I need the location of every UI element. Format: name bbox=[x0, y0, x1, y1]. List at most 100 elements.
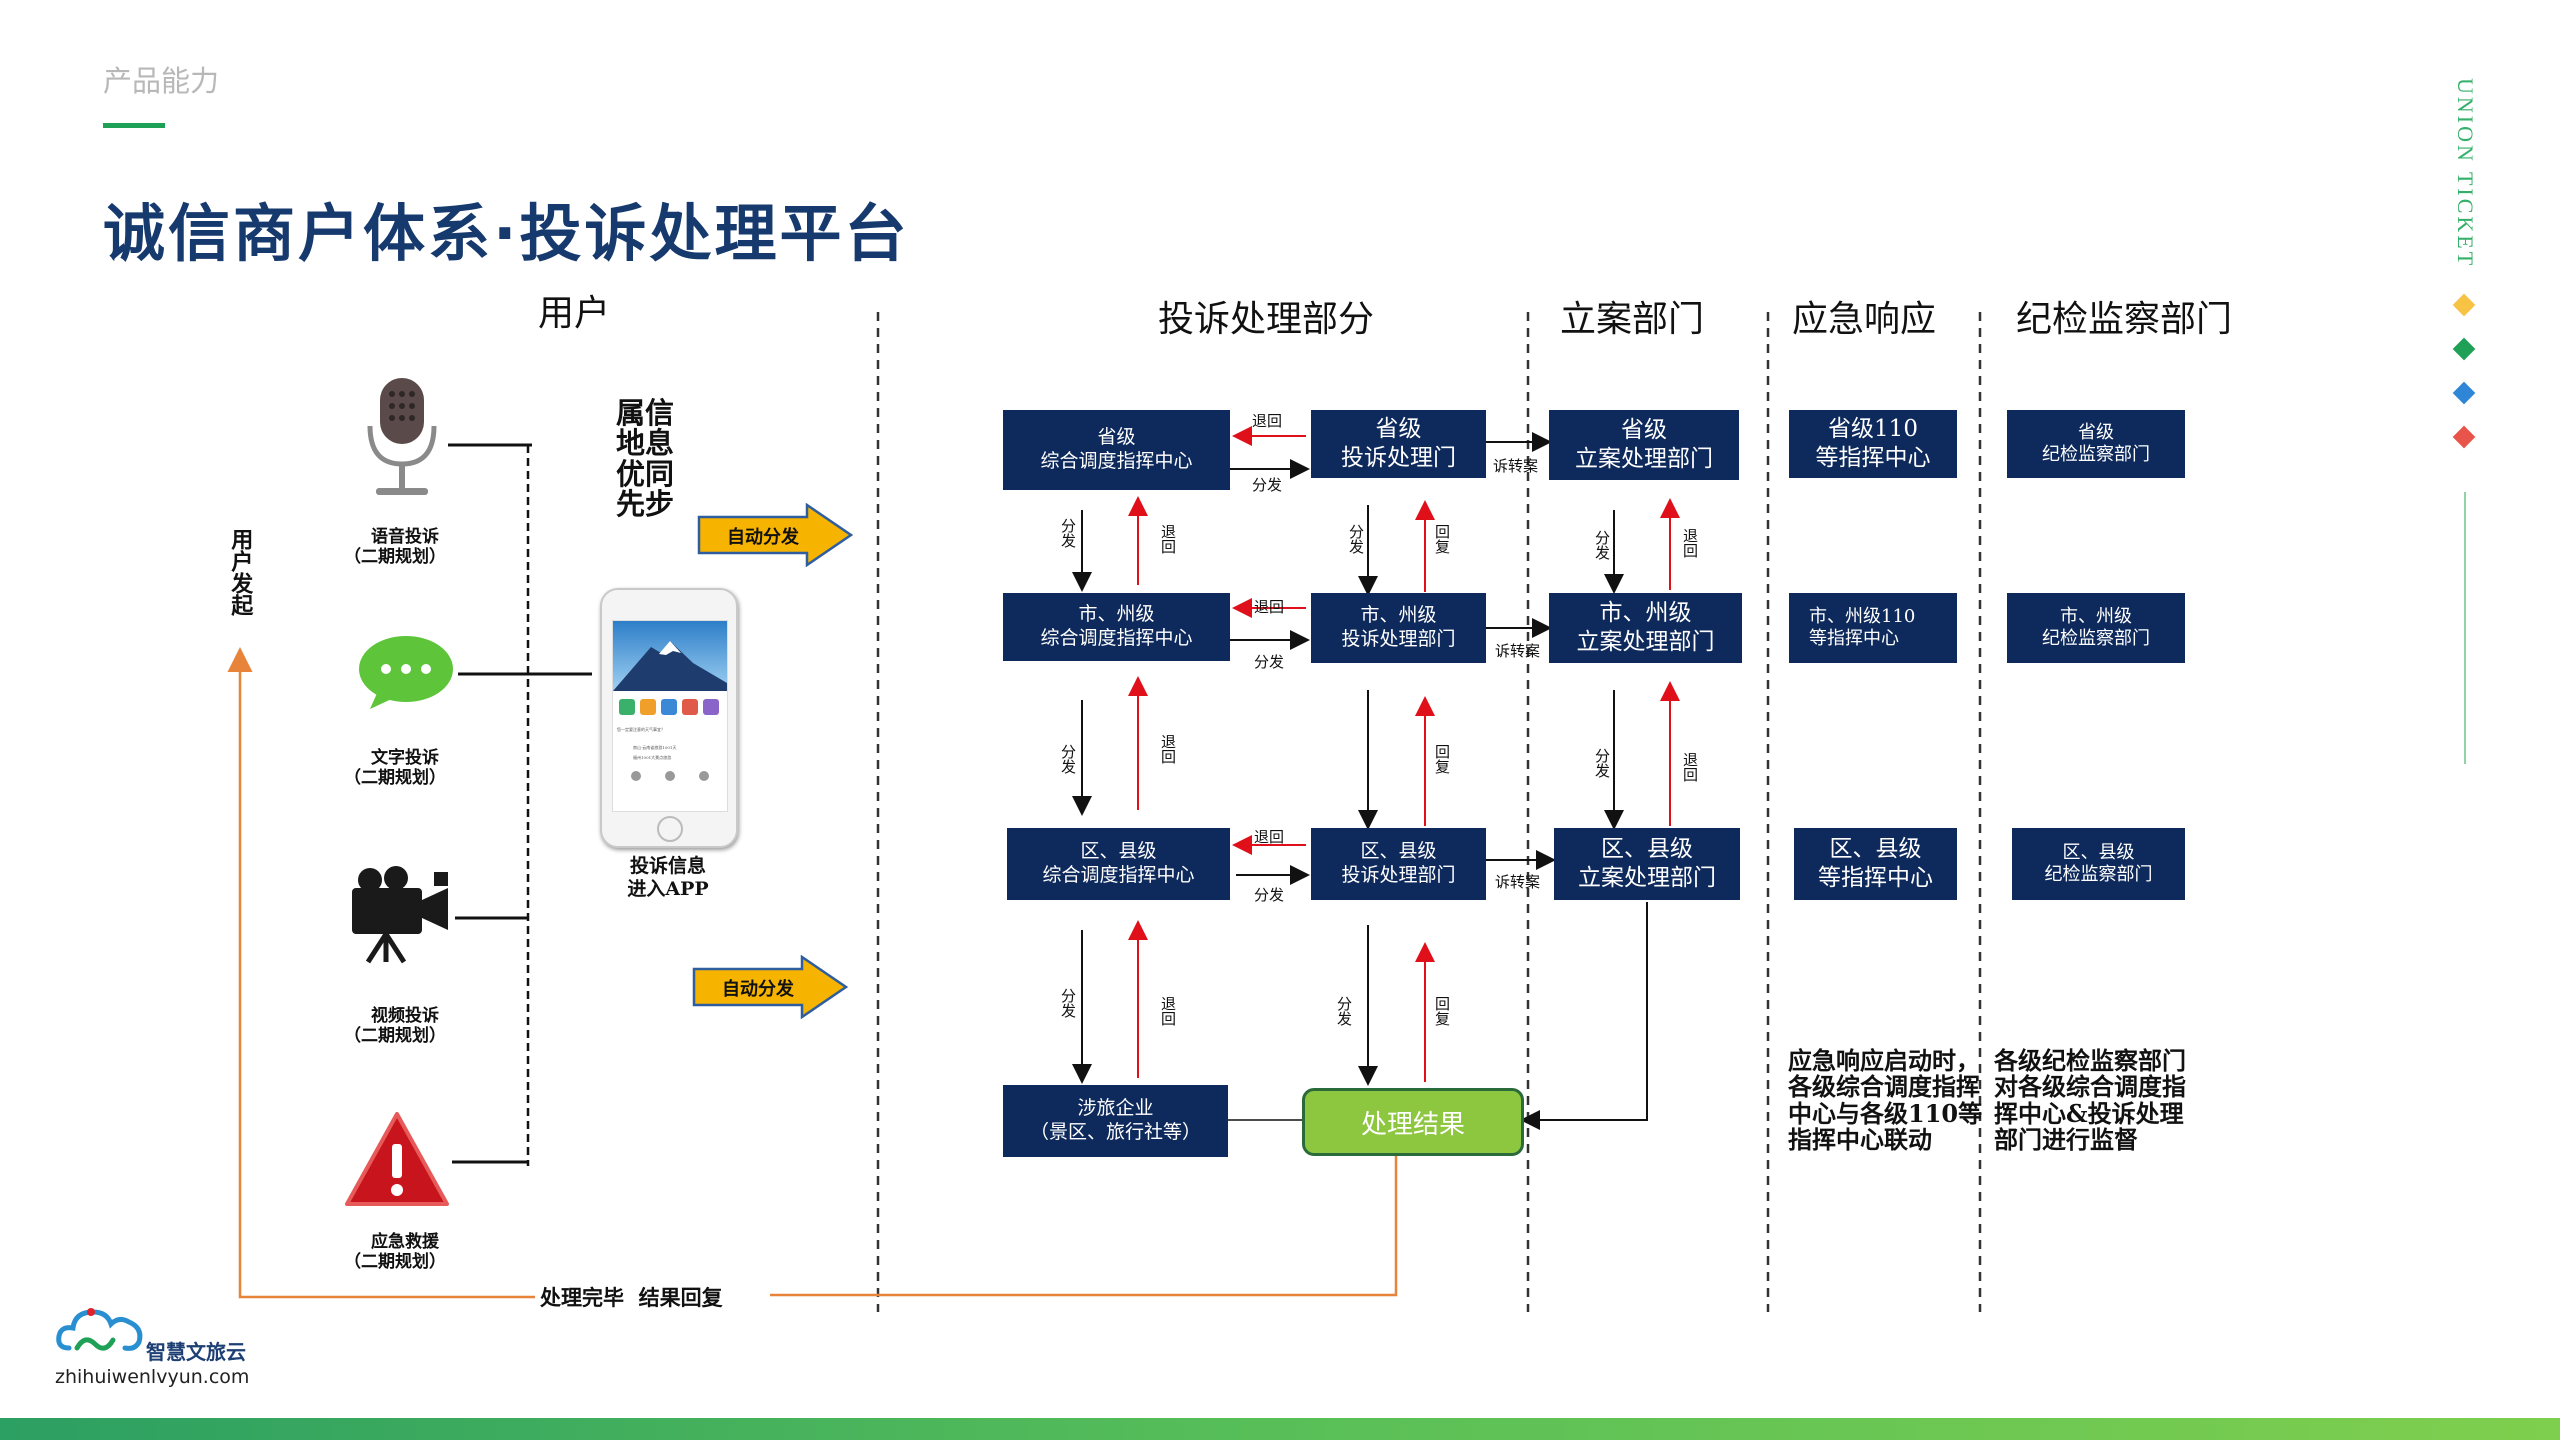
vlabel-reply: 回复 bbox=[1433, 524, 1451, 554]
video-complaint-caption: 视频投诉 （二期规划） bbox=[335, 1006, 475, 1047]
column-emergency-heading: 应急响应 bbox=[1792, 299, 1937, 340]
note-line: 各级综合调度指挥 bbox=[1788, 1072, 1980, 1102]
vlabel-dispatch: 分发 bbox=[1593, 530, 1611, 560]
note-line: 挥中心&投诉处理 bbox=[1994, 1098, 2184, 1128]
box-prov-complaint: 省级 投诉处理门 bbox=[1311, 410, 1486, 478]
box-county-filing: 区、县级 立案处理部门 bbox=[1554, 828, 1740, 900]
microphone-icon bbox=[367, 378, 437, 495]
box-line: 市、州级 bbox=[1078, 603, 1155, 626]
box-line: （景区、旅行社等） bbox=[1029, 1121, 1201, 1143]
benefit-text: 属信 地息 优同 先步 bbox=[616, 398, 674, 520]
category-label: 产品能力 bbox=[103, 64, 220, 98]
box-line: 等指挥中心 bbox=[1815, 445, 1931, 471]
video-complaint-item bbox=[348, 864, 452, 968]
column-user-heading: 用户 bbox=[538, 293, 611, 334]
emergency-rescue-item bbox=[343, 1110, 451, 1214]
result-reply-label: 处理完毕 结果回复 bbox=[540, 1285, 723, 1310]
app-caption: 投诉信息 进入APP bbox=[608, 855, 728, 901]
box-line: 投诉处理部门 bbox=[1341, 628, 1456, 650]
box-line: 等指挥中心 bbox=[1818, 865, 1933, 891]
box-county-discipline: 区、县级 纪检监察部门 bbox=[2012, 828, 2185, 900]
label-dispatch: 分发 bbox=[1254, 653, 1285, 671]
brand-name: 智慧文旅云 bbox=[146, 1340, 246, 1364]
vlabel-dispatch: 分发 bbox=[1059, 518, 1077, 548]
vlabel-return: 退回 bbox=[1681, 752, 1699, 782]
phone-screen: 您一定要注意的天气事宜？ 南山·云南省旅游1001天 福州1001大景点旅游 bbox=[612, 620, 728, 812]
auto-dispatch-arrow-1: 自动分发 bbox=[697, 503, 855, 567]
box-city-110: 市、州级110 等指挥中心 bbox=[1789, 593, 1957, 663]
vlabel-return: 退回 bbox=[1159, 996, 1177, 1026]
box-line: 投诉处理部门 bbox=[1341, 864, 1456, 886]
text-complaint-item bbox=[356, 633, 460, 715]
box-line: 区、县级 bbox=[1601, 836, 1693, 863]
box-city-discipline: 市、州级 纪检监察部门 bbox=[2007, 593, 2185, 663]
box-line: 综合调度指挥中心 bbox=[1040, 627, 1193, 649]
arrow-right-icon bbox=[697, 503, 854, 567]
vlabel-reply: 回复 bbox=[1433, 996, 1451, 1026]
emergency-note: 应急响应启动时， 各级综合调度指挥 中心与各级110等 指挥中心联动 bbox=[1788, 1047, 1983, 1154]
box-prov-filing: 省级 立案处理部门 bbox=[1549, 410, 1739, 480]
box-line: 省级 bbox=[1621, 417, 1667, 444]
box-line: 投诉处理门 bbox=[1341, 445, 1456, 471]
side-brand-text: UNION TICKET bbox=[2453, 78, 2478, 269]
vlabel-return: 退回 bbox=[1159, 524, 1177, 554]
note-line: 各级纪检监察部门 bbox=[1994, 1046, 2186, 1075]
column-complaint-heading: 投诉处理部分 bbox=[1158, 299, 1375, 340]
box-city-complaint: 市、州级 投诉处理部门 bbox=[1311, 593, 1486, 663]
brand-logo bbox=[55, 1302, 147, 1362]
box-line: 省级 bbox=[1097, 426, 1136, 449]
box-line: 涉旅企业 bbox=[1077, 1097, 1154, 1120]
phone-tabbar bbox=[619, 771, 721, 793]
video-camera-icon bbox=[352, 866, 448, 964]
vlabel-dispatch: 分发 bbox=[1347, 524, 1365, 554]
box-line: 省级 bbox=[2078, 421, 2114, 443]
phone-line-2: 南山·云南省旅游1001天 bbox=[633, 745, 677, 750]
voice-complaint-caption: 语音投诉 （二期规划） bbox=[335, 527, 475, 568]
label-return: 退回 bbox=[1254, 828, 1285, 846]
vlabel-return: 退回 bbox=[1159, 734, 1177, 764]
auto-dispatch-arrow-2: 自动分发 bbox=[692, 955, 850, 1019]
category-underline bbox=[103, 123, 165, 128]
note-line: 中心与各级110等 bbox=[1788, 1098, 1983, 1128]
user-initiate-label: 用户发起 bbox=[227, 528, 254, 616]
box-line: 市、州级 bbox=[1599, 600, 1692, 627]
box-county-complaint: 区、县级 投诉处理部门 bbox=[1311, 828, 1486, 900]
text-complaint-label: 文字投诉 bbox=[371, 748, 439, 768]
bottom-gradient-bar bbox=[0, 1418, 2560, 1440]
auto-dispatch-label-1: 自动分发 bbox=[727, 527, 799, 548]
phone-line-3: 福州1001大景点旅游 bbox=[633, 755, 672, 760]
box-line: 市、州级110 bbox=[1809, 605, 1916, 627]
app-caption-line-1: 投诉信息 bbox=[629, 855, 706, 877]
note-line: 对各级综合调度指 bbox=[1994, 1072, 2186, 1102]
emergency-rescue-label: 应急救援 bbox=[371, 1232, 439, 1252]
vlabel-dispatch: 分发 bbox=[1059, 988, 1077, 1018]
label-dispatch: 分发 bbox=[1254, 886, 1285, 904]
box-county-110: 区、县级 等指挥中心 bbox=[1794, 828, 1957, 900]
discipline-note: 各级纪检监察部门 对各级综合调度指 挥中心&投诉处理 部门进行监督 bbox=[1994, 1046, 2186, 1155]
voice-complaint-label: 语音投诉 bbox=[371, 527, 439, 547]
benefit-line-2: 地息 bbox=[616, 426, 675, 461]
label-transfer: 诉转案 bbox=[1495, 642, 1541, 660]
vlabel-dispatch: 分发 bbox=[1059, 744, 1077, 774]
box-line: 综合调度指挥中心 bbox=[1042, 864, 1195, 886]
vlabel-reply: 回复 bbox=[1433, 744, 1451, 774]
box-line: 立案处理部门 bbox=[1578, 865, 1716, 891]
app-caption-line-2: 进入APP bbox=[627, 877, 709, 900]
box-enterprise: 涉旅企业 （景区、旅行社等） bbox=[1003, 1085, 1228, 1157]
column-filing-heading: 立案部门 bbox=[1560, 299, 1705, 340]
arrow-right-icon bbox=[692, 955, 849, 1019]
box-prov-discipline: 省级 纪检监察部门 bbox=[2007, 410, 2185, 478]
box-line: 纪检监察部门 bbox=[2044, 864, 2153, 885]
vlabel-return: 退回 bbox=[1681, 528, 1699, 558]
phone-home-button bbox=[657, 816, 683, 842]
side-divider bbox=[2464, 492, 2466, 764]
video-complaint-label: 视频投诉 bbox=[371, 1006, 439, 1026]
phone-banner-image bbox=[613, 621, 727, 691]
box-city-dispatch: 市、州级 综合调度指挥中心 bbox=[1003, 593, 1230, 661]
note-line: 部门进行监督 bbox=[1994, 1125, 2138, 1155]
label-return: 退回 bbox=[1252, 412, 1283, 430]
vlabel-dispatch: 分发 bbox=[1335, 996, 1353, 1026]
box-city-filing: 市、州级 立案处理部门 bbox=[1549, 593, 1742, 663]
box-county-dispatch: 区、县级 综合调度指挥中心 bbox=[1007, 828, 1230, 900]
benefit-line-3: 优同 bbox=[616, 456, 675, 491]
